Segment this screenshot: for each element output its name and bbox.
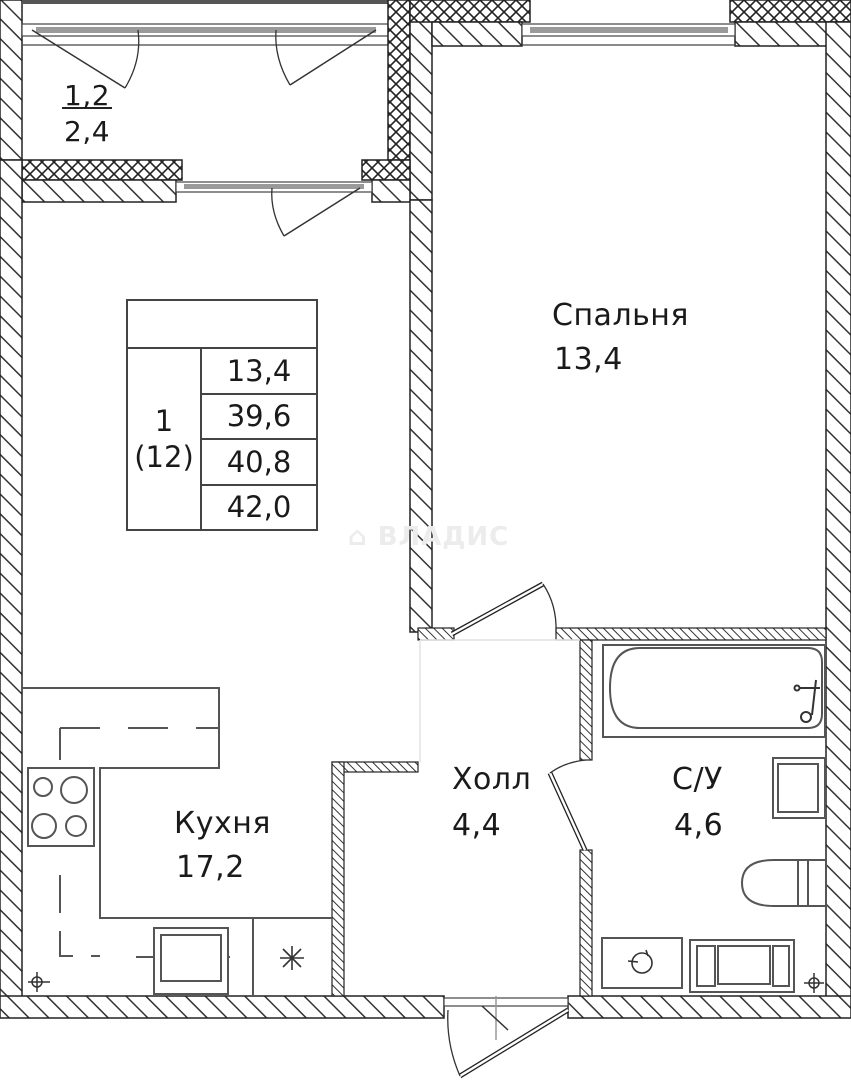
table-row: 42,0 bbox=[226, 490, 292, 525]
bedroom-area: 13,4 bbox=[554, 342, 623, 377]
table-row: 39,6 bbox=[202, 395, 316, 440]
bathroom-area: 4,6 bbox=[674, 808, 724, 843]
kitchen-name: Кухня bbox=[174, 806, 271, 841]
hall-name: Холл bbox=[452, 762, 532, 797]
floor-drain-icon bbox=[627, 949, 653, 974]
balcony bbox=[0, 0, 433, 237]
watermark: ⌂ ВЛАДИС bbox=[348, 522, 509, 552]
exterior-walls bbox=[0, 0, 851, 1019]
kitchen-furniture bbox=[22, 687, 332, 996]
riser-icon-bath bbox=[804, 973, 824, 993]
table-header bbox=[128, 301, 316, 349]
kitchen-area: 17,2 bbox=[176, 850, 245, 885]
balcony-area-top: 1,2 bbox=[64, 79, 111, 112]
rooms-count-cell: 1 (12) bbox=[128, 349, 202, 529]
riser-icon bbox=[28, 972, 50, 992]
area-summary-table: 1 (12) 13,4 39,6 40,8 42,0 bbox=[126, 299, 318, 531]
rooms-count: 1 bbox=[154, 404, 174, 438]
table-row: 40,8 bbox=[202, 440, 316, 486]
bedroom-name: Спальня bbox=[552, 298, 689, 333]
hall-area: 4,4 bbox=[452, 808, 502, 843]
vent-asterisk-icon bbox=[280, 946, 304, 970]
bathroom-name: С/У bbox=[672, 762, 723, 797]
house-logo-icon: ⌂ bbox=[348, 522, 368, 552]
table-row: 13,4 bbox=[202, 349, 316, 395]
bathroom-fixtures bbox=[601, 644, 827, 993]
partitions bbox=[331, 581, 827, 1079]
balcony-area-bottom: 2,4 bbox=[64, 115, 111, 148]
watermark-text: ВЛАДИС bbox=[377, 522, 510, 552]
section-number: (12) bbox=[134, 440, 194, 474]
bath-faucet-icon bbox=[793, 679, 820, 723]
